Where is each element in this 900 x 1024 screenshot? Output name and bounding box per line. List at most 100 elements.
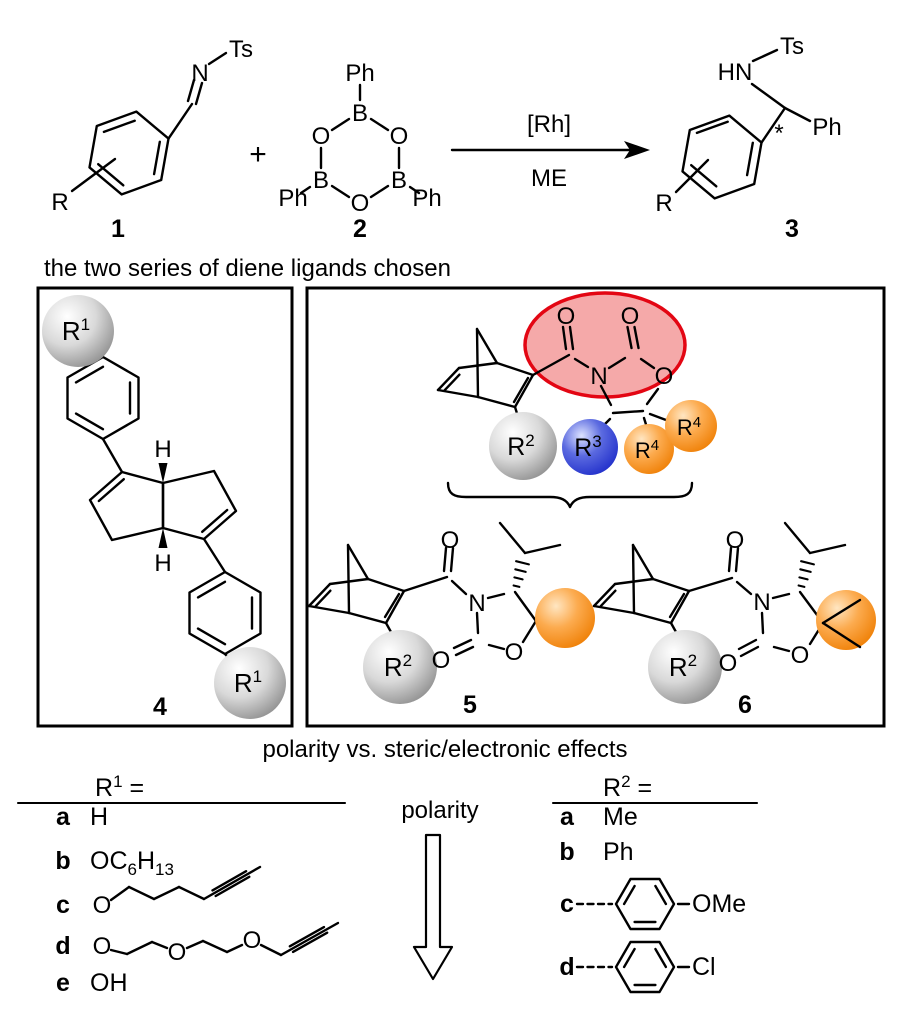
r2-table-header: R2 = [603,772,652,802]
r4-sphere-lower [624,424,674,474]
compound-3-product: HN Ts Ph * R 3 [655,33,841,243]
r2-label-ligand6: R2 [669,651,697,682]
r2-label-ligand5: R2 [384,651,412,682]
r1-row-a-value: H [90,803,108,831]
r3-label: R3 [574,432,602,462]
r1-row-d-oxygen1-label: O [93,933,112,960]
imine-r-label: R [51,189,68,216]
r1-row-d-key: d [55,932,70,960]
generic-nitrogen-label: N [590,363,607,390]
compound-1-number: 1 [111,215,125,243]
r2-sphere-ligand6 [648,630,722,704]
generic-ring-oxygen-label: O [655,363,674,390]
r2-sphere-generic [489,412,557,480]
ligand-4-h-bottom-label: H [154,550,171,577]
acyl-carbamate-highlight-ellipse [523,291,687,399]
r4-label-upper: R4 [677,414,701,440]
r1-table-header: R1 = [95,772,144,802]
compound-2-boroxine: B O B O B O Ph Ph Ph 2 [278,60,441,243]
r1-sphere-top [42,295,114,367]
ligand-4-h-top-label: H [154,436,171,463]
r4-label-lower: R4 [635,437,659,463]
compound-1-imine: N Ts R 1 [51,36,253,243]
r1-row-e-key: e [56,969,70,997]
solvent-label: ME [531,165,567,192]
product-tosyl-label: Ts [780,33,804,60]
r2-row-a-key: a [560,803,575,831]
reaction-arrow: [Rh] ME [450,111,650,192]
r4-sphere-upper [665,400,717,452]
r1-row-b-value: OC6H13 [90,847,174,879]
ligand-6-gem-dimethyl-bonds [821,598,862,649]
r1-label-bottom: R1 [234,667,262,698]
generic-acyl-oxygen-label: O [557,303,576,330]
ligand-6-acyl-oxygen-label: O [726,527,745,554]
ligand-5-hash-wedge [512,560,530,588]
generic-ligand: O O N O R2 R3 R4 R4 [436,291,717,480]
boroxine-b-top-label: B [352,100,368,127]
ligand-6-ring-oxygen-label: O [791,642,810,669]
ligand-5-nitrogen-label: N [468,590,485,617]
r2-row-c-structure: OMe [575,877,746,931]
r2-row-d-key: d [559,953,574,981]
ligand-6-bonds [592,521,847,658]
ligand-5-bonds [307,521,562,657]
r2-sphere-ligand5 [363,630,437,704]
polarity-indicator: polarity [401,797,479,981]
arrow-head [624,141,650,159]
r1-row-a-key: a [56,803,71,831]
compound-3-bonds [674,48,812,200]
boroxine-ph-left-label: Ph [278,185,307,212]
r2-row-b-value: Ph [603,838,634,866]
r1-label-top: R1 [62,315,90,346]
cme2-highlight-sphere [816,590,876,650]
r2-row-d-structure: Cl [575,940,716,994]
r2-row-c-substituent: OMe [692,890,746,918]
ligand-5-acyl-oxygen-label: O [441,527,460,554]
stereocenter-asterisk: * [774,120,783,147]
ligand-4-number: 4 [153,693,167,721]
r1-row-c-key: c [56,891,70,919]
r1-row-c-oxygen-label: O [93,892,112,919]
boroxine-ph-top-label: Ph [345,60,374,87]
plus-sign: + [249,138,267,171]
product-phenyl-label: Ph [812,114,841,141]
compound-2-bonds [299,83,421,199]
boroxine-ph-right-label: Ph [412,185,441,212]
r1-row-c-structure [109,865,262,902]
underbrace [446,481,694,509]
left-ligand-box [36,286,294,728]
ligand-4-diene: H H R1 R1 4 [42,295,286,721]
polarity-down-arrow [412,833,454,981]
ligand-6-hash-wedge [797,560,815,588]
product-hn-label: HN [718,59,753,86]
r2-row-c-key: c [560,890,574,918]
r1-row-d-structure [109,921,340,957]
ligand-6-exo-oxygen-label: O [719,650,738,677]
r1-row-b-key: b [55,847,70,875]
right-ligand-box [305,286,886,728]
reaction-scheme: N Ts R 1 + B O B O B O P [51,33,841,243]
imine-nitrogen-label: N [191,60,208,87]
ligand-5-ring-oxygen-label: O [505,639,524,666]
ligand-6: O N O O R2 6 [592,521,876,719]
ch2-highlight-sphere [535,588,595,648]
catalyst-label: [Rh] [527,111,571,138]
compound-3-number: 3 [785,215,799,243]
bold-wedge-bottom [158,528,168,548]
r1-sphere-bottom [214,647,286,719]
compound-1-bonds [70,51,228,196]
ligand-6-number: 6 [738,691,752,719]
r1-row-d-oxygen3-label: O [243,927,262,954]
r2-label-generic: R2 [507,431,535,461]
r2-substituent-table: R2 = a Me b Ph c OMe d [551,772,759,994]
r1-row-e-value: OH [90,969,128,997]
r3-sphere [562,419,618,475]
ligand-5-number: 5 [463,691,477,719]
r1-substituent-table: R1 = a H b OC6H13 c O d O O O [16,772,347,997]
r2-row-d-substituent: Cl [692,953,716,981]
effects-caption: polarity vs. steric/electronic effects [262,736,627,763]
boroxine-o-right-label: O [390,123,409,150]
compound-2-number: 2 [353,215,367,243]
